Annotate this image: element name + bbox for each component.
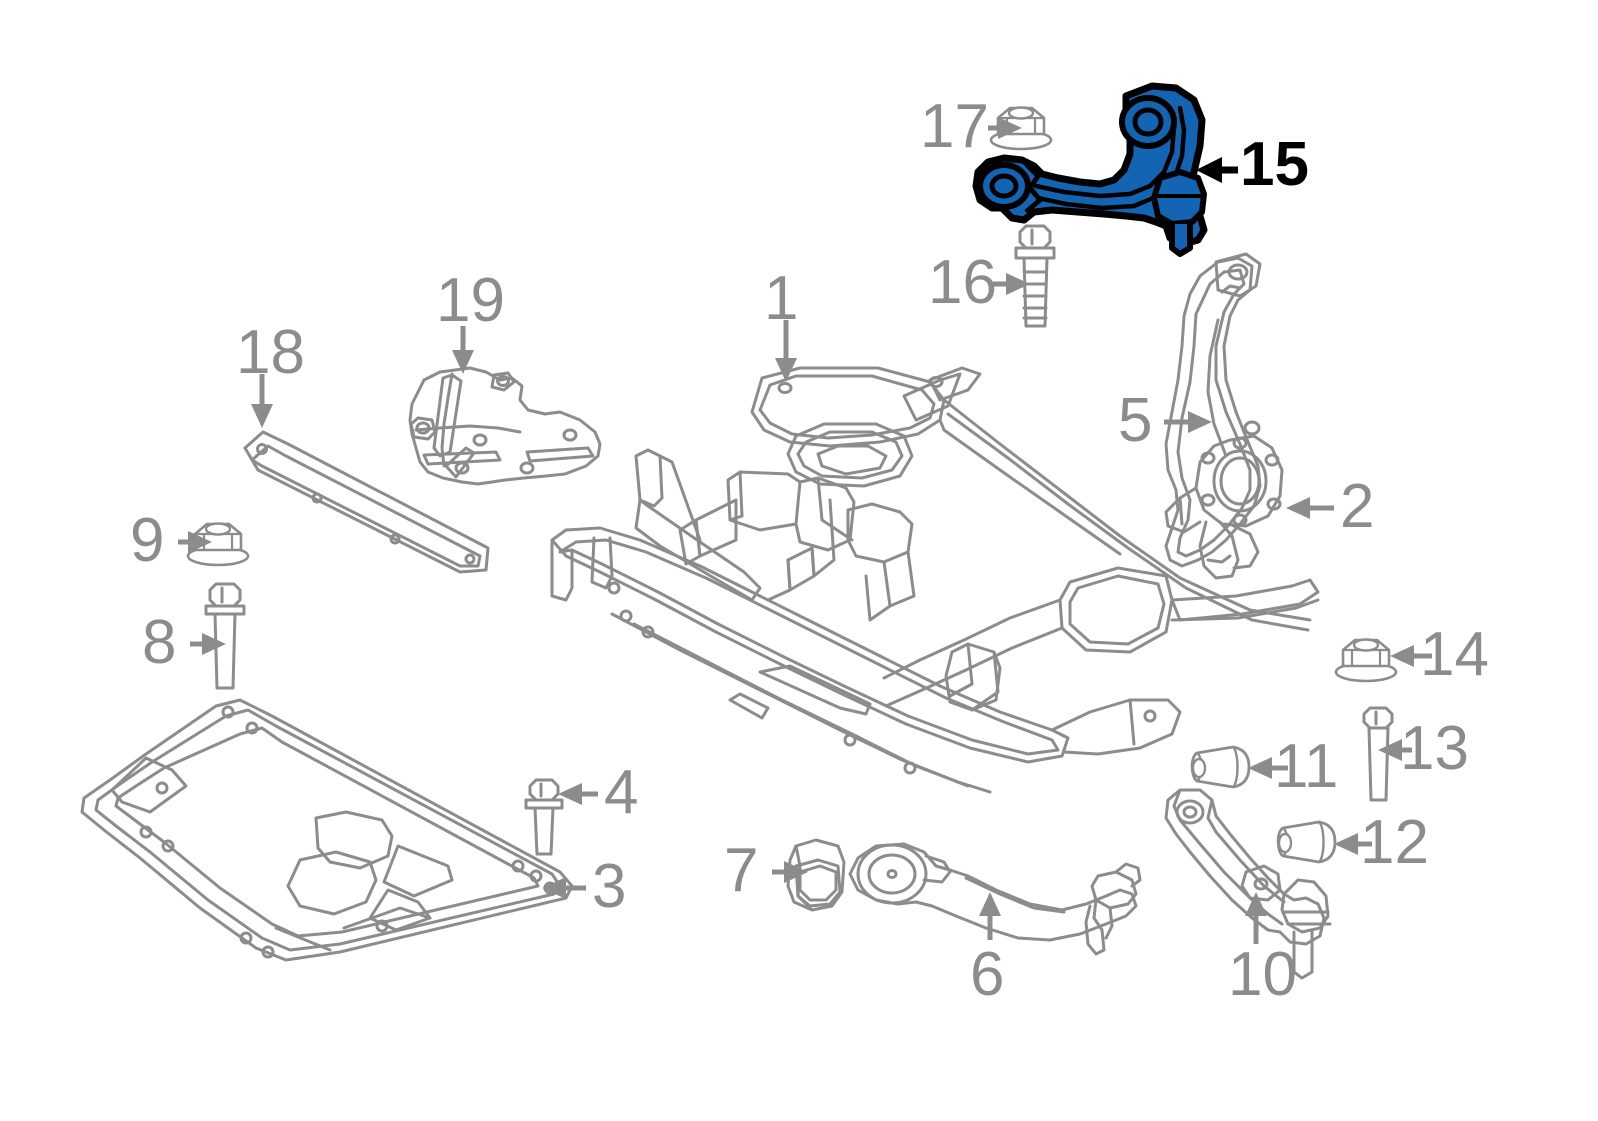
arrow-14 — [1390, 645, 1432, 667]
callout-label-7[interactable]: 7 — [724, 836, 759, 905]
arrow-10 — [1245, 892, 1267, 944]
callout-label-12[interactable]: 12 — [1360, 808, 1429, 877]
part-15-upper-control-arm-highlighted — [972, 82, 1208, 257]
arrow-15 — [1196, 157, 1238, 183]
callout-label-2[interactable]: 2 — [1340, 472, 1375, 541]
callout-label-9[interactable]: 9 — [130, 506, 165, 575]
callout-label-3[interactable]: 3 — [592, 852, 627, 921]
arrow-9 — [178, 531, 212, 553]
callout-label-11[interactable]: 11 — [1274, 732, 1339, 801]
part-19-reinforcement-plate — [408, 366, 602, 486]
arrow-2 — [1286, 497, 1334, 519]
part-8-subframe-mounting-bolt — [204, 582, 246, 690]
part-18-crossmember-brace — [243, 430, 490, 574]
part-1-front-subframe — [550, 366, 1320, 794]
callout-label-15[interactable]: 15 — [1240, 130, 1309, 199]
callout-label-8[interactable]: 8 — [142, 608, 177, 677]
callout-label-14[interactable]: 14 — [1420, 620, 1489, 689]
callout-label-19[interactable]: 19 — [436, 266, 505, 335]
arrow-3 — [542, 877, 586, 899]
arrow-5 — [1164, 411, 1212, 433]
callout-arrows — [178, 117, 1432, 944]
callout-label-4[interactable]: 4 — [604, 758, 639, 827]
part-5-steering-knuckle — [1164, 252, 1284, 580]
arrow-8 — [190, 633, 226, 655]
part-12-tension-strut-bushing — [1276, 820, 1337, 864]
arrow-11 — [1248, 757, 1288, 779]
callout-label-5[interactable]: 5 — [1118, 386, 1153, 455]
arrow-19 — [452, 326, 474, 374]
callout-label-10[interactable]: 10 — [1228, 940, 1297, 1009]
arrow-1 — [775, 320, 797, 382]
arrow-17 — [988, 117, 1022, 139]
callout-label-6[interactable]: 6 — [970, 940, 1005, 1009]
part-6-lower-control-arm — [848, 842, 1142, 956]
callout-label-18[interactable]: 18 — [236, 318, 305, 387]
part-14-tension-strut-flange-nut — [1334, 638, 1398, 683]
part-4-splash-shield-bolt — [524, 778, 564, 856]
part-3-engine-splash-shield — [80, 698, 574, 962]
arrow-12 — [1334, 833, 1372, 855]
callout-label-1[interactable]: 1 — [764, 264, 799, 333]
part-13-tension-strut-bolt — [1362, 706, 1394, 802]
arrow-4 — [558, 783, 598, 805]
arrow-7 — [772, 861, 808, 883]
arrow-16 — [990, 273, 1030, 295]
arrow-13 — [1378, 739, 1412, 761]
callout-label-13[interactable]: 13 — [1400, 714, 1469, 783]
part-11-tension-strut-bushing — [1190, 745, 1251, 789]
arrow-6 — [979, 892, 1001, 940]
part-16-upper-control-arm-bolt — [1014, 224, 1056, 328]
part-10-tension-strut — [1164, 788, 1332, 980]
callout-label-17[interactable]: 17 — [920, 92, 989, 161]
callout-label-16[interactable]: 16 — [928, 248, 997, 317]
arrow-18 — [251, 374, 273, 428]
